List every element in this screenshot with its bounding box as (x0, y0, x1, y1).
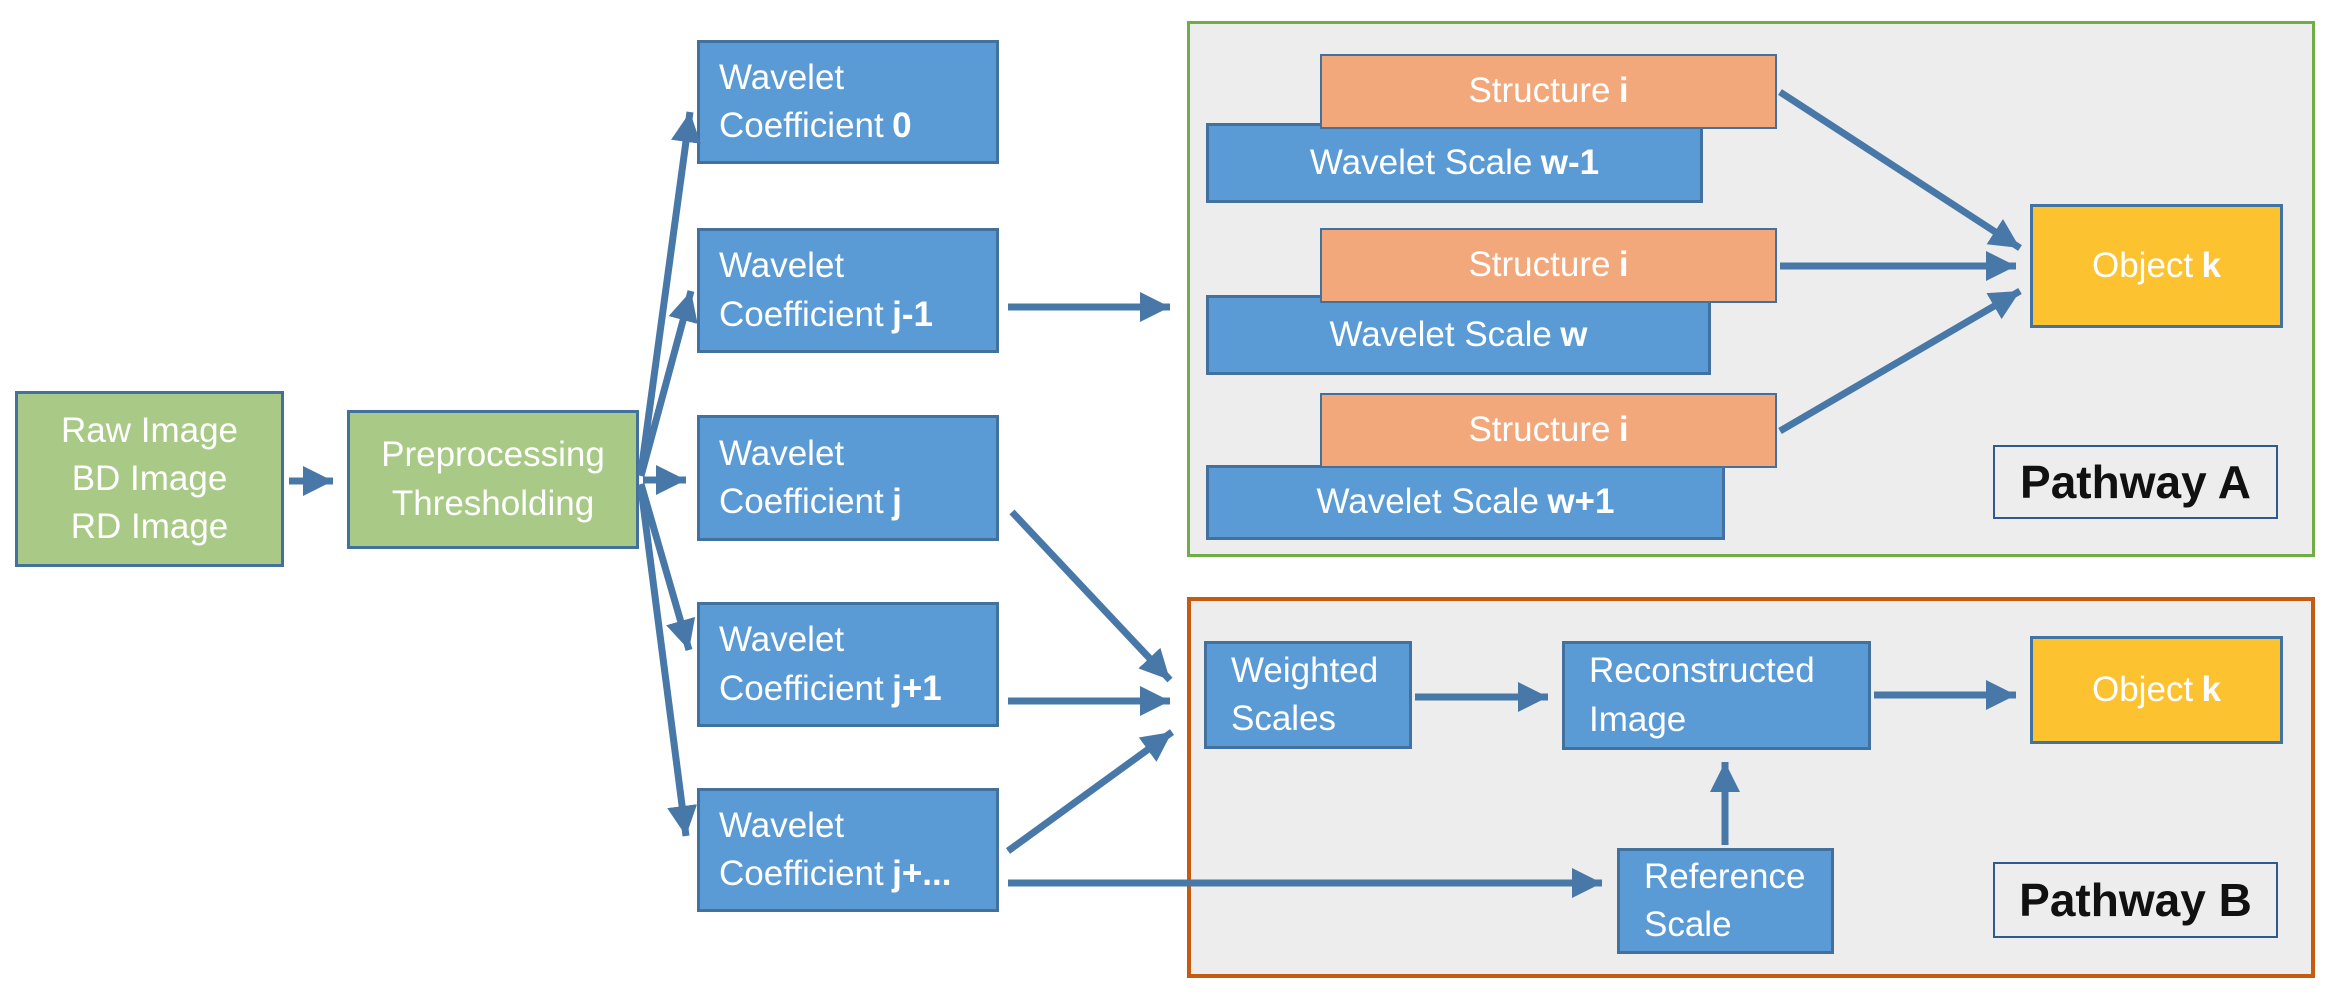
pathway-a-label-text: Pathway A (2020, 456, 2251, 508)
reconstructed-image-line1: Reconstructed (1589, 651, 1815, 691)
arrow-preprocessing-to-coefficient-j+n (637, 487, 698, 837)
structure-i-node-3: Structure i (1320, 393, 1777, 468)
coefficient-3-suffix: j+1 (892, 668, 942, 708)
coefficient-0-line2: Coefficient 0 (719, 102, 912, 150)
coefficient-2-line2: Coefficient j (719, 478, 902, 526)
scale-0-text: Wavelet Scale w-1 (1310, 139, 1599, 187)
weighted-scales-line1: Weighted (1231, 650, 1379, 690)
structure-i-node-1: Structure i (1320, 54, 1777, 129)
scale-0-suffix: w-1 (1540, 142, 1600, 182)
weighted-scales-node: Weighted Scales (1204, 641, 1412, 749)
scale-2-text: Wavelet Scale w+1 (1317, 478, 1615, 526)
reconstructed-image-line2: Image (1589, 699, 1687, 739)
coefficient-1-suffix: j-1 (892, 294, 933, 334)
pathway-b-label: Pathway B (1993, 862, 2278, 938)
pathway-a-label: Pathway A (1993, 445, 2278, 519)
coefficient-0-suffix: 0 (892, 106, 912, 145)
raw-image-node: Raw Image BD Image RD Image (15, 391, 284, 567)
object-k-node-a: Object k (2030, 204, 2283, 328)
wavelet-coefficient-j+1-node: Wavelet Coefficient j+1 (697, 602, 999, 727)
object-a-text: Object k (2092, 242, 2221, 290)
coefficient-2-suffix: j (892, 482, 902, 521)
scale-0-word: Wavelet Scale (1309, 142, 1533, 182)
coefficient-0-line1: Wavelet (719, 57, 845, 97)
wavelet-scale-w-1-node: Wavelet Scale w-1 (1206, 123, 1703, 203)
structure-i-node-2: Structure i (1320, 228, 1777, 303)
coefficient-1-line1: Wavelet (719, 246, 845, 286)
object-a-suffix: k (2201, 245, 2221, 285)
structure-1-text: Structure i (1468, 241, 1628, 289)
coefficient-0-word: Coefficient (719, 106, 884, 145)
preprocessing-node: Preprocessing Thresholding (347, 410, 639, 549)
reference-scale-line2: Scale (1644, 905, 1732, 944)
arrow-preprocessing-to-coefficient-j-1 (637, 290, 698, 477)
arrow-preprocessing-to-coefficient-j+1 (637, 483, 696, 651)
structure-2-word: Structure (1468, 410, 1611, 450)
wavelet-coefficient-j+n-node: Wavelet Coefficient j+... (697, 788, 999, 912)
wavelet-coefficient-0-node: Wavelet Coefficient 0 (697, 40, 999, 164)
raw-image-line-1: Raw Image (60, 410, 239, 450)
object-b-word: Object (2091, 669, 2194, 709)
coefficient-2-line1: Wavelet (719, 433, 845, 473)
wavelet-coefficient-j-node: Wavelet Coefficient j (697, 415, 999, 541)
coefficient-4-line1: Wavelet (719, 805, 845, 845)
structure-1-word: Structure (1468, 245, 1611, 285)
coefficient-4-word: Coefficient (719, 854, 884, 893)
structure-1-suffix: i (1618, 245, 1629, 285)
weighted-scales-line2: Scales (1231, 699, 1337, 738)
coefficient-3-line2: Coefficient j+1 (719, 665, 942, 713)
scale-2-suffix: w+1 (1547, 482, 1615, 522)
reconstructed-image-node: Reconstructed Image (1562, 641, 1871, 750)
object-a-word: Object (2091, 245, 2194, 285)
coefficient-4-suffix: j+... (892, 854, 952, 893)
coefficient-2-word: Coefficient (719, 482, 884, 521)
object-k-node-b: Object k (2030, 636, 2283, 744)
raw-image-line-2: BD Image (71, 458, 228, 498)
structure-0-suffix: i (1618, 71, 1629, 111)
structure-2-text: Structure i (1468, 406, 1628, 454)
wavelet-scale-w+1-node: Wavelet Scale w+1 (1206, 465, 1725, 540)
coefficient-1-word: Coefficient (719, 294, 884, 334)
raw-image-line-3: RD Image (70, 507, 229, 547)
coefficient-3-line1: Wavelet (719, 620, 845, 660)
scale-1-word: Wavelet Scale (1329, 314, 1552, 354)
structure-0-word: Structure (1468, 71, 1611, 111)
structure-0-text: Structure i (1468, 67, 1628, 115)
preprocessing-line-1: Preprocessing (381, 435, 605, 475)
scale-1-text: Wavelet Scale w (1329, 311, 1587, 359)
coefficient-4-line2: Coefficient j+... (719, 850, 951, 898)
coefficient-1-line2: Coefficient j-1 (719, 291, 933, 339)
arrow-preprocessing-to-coefficient-0 (637, 111, 701, 473)
preprocessing-line-2: Thresholding (391, 483, 595, 523)
reference-scale-line1: Reference (1644, 856, 1806, 896)
object-b-text: Object k (2092, 666, 2221, 714)
scale-1-suffix: w (1560, 314, 1588, 354)
reference-scale-node: Reference Scale (1617, 848, 1834, 954)
scale-2-word: Wavelet Scale (1316, 482, 1539, 522)
coefficient-3-word: Coefficient (719, 668, 884, 708)
pathway-b-label-text: Pathway B (2019, 874, 2252, 926)
arrow-coefficient-j+n-to-weighted-scales (1005, 729, 1175, 854)
arrow-coefficient-j-to-weighted-scales (1009, 509, 1173, 683)
wavelet-coefficient-j-1-node: Wavelet Coefficient j-1 (697, 228, 999, 353)
object-b-suffix: k (2201, 669, 2221, 709)
wavelet-scale-w-node: Wavelet Scale w (1206, 295, 1711, 375)
structure-2-suffix: i (1618, 410, 1629, 450)
